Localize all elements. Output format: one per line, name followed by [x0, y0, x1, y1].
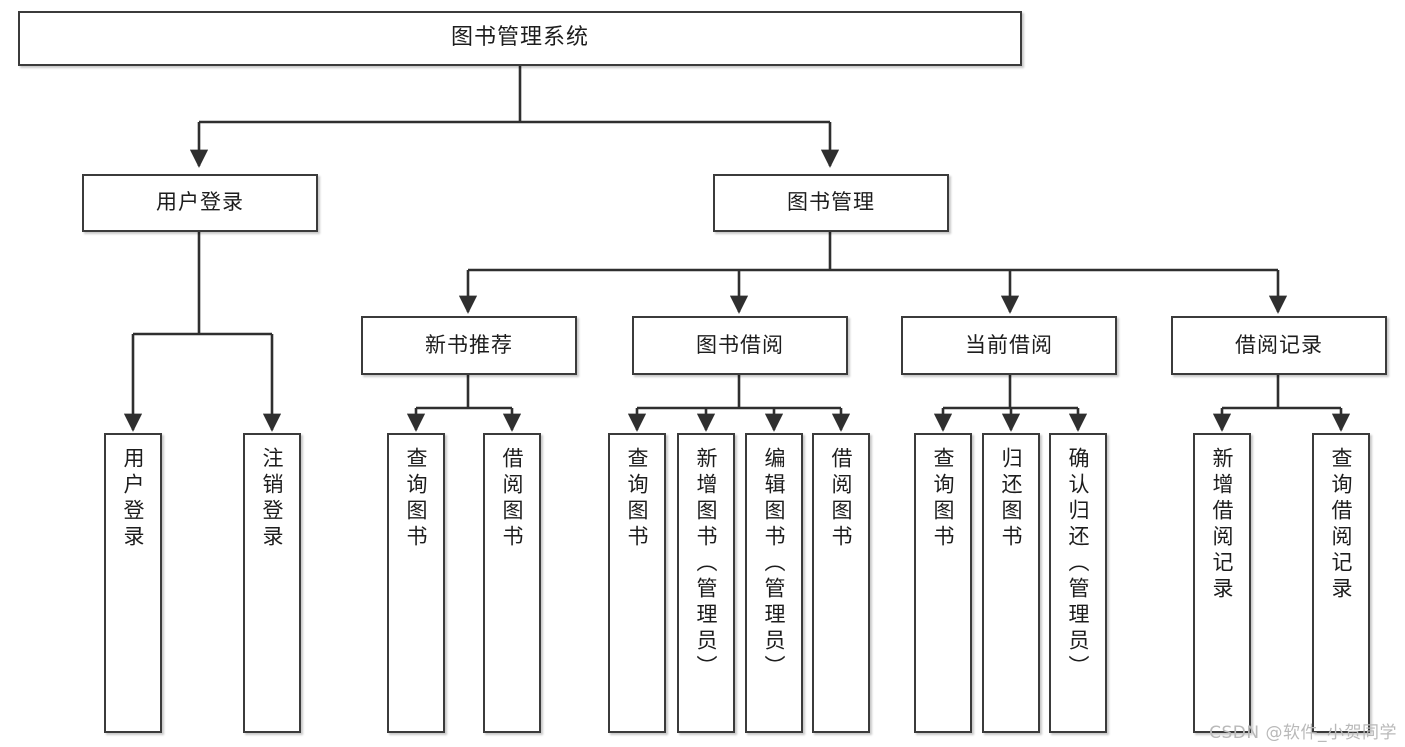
leaf-user-login-login[interactable]: 用户登录 [104, 433, 162, 733]
leaf-label: 借阅图书 [829, 447, 854, 551]
node-root-system[interactable]: 图书管理系统 [18, 11, 1022, 66]
leaf-new-book-query[interactable]: 查询图书 [387, 433, 445, 733]
leaf-current-borrow-confirm-return[interactable]: 确认归还（管理员） [1049, 433, 1107, 733]
node-borrow-record[interactable]: 借阅记录 [1171, 316, 1387, 375]
leaf-label: 用户登录 [121, 447, 146, 551]
leaf-book-borrow-edit[interactable]: 编辑图书（管理员） [745, 433, 803, 733]
leaf-label: 新增图书（管理员） [694, 447, 719, 681]
leaf-label: 新增借阅记录 [1210, 447, 1235, 603]
node-book-borrow[interactable]: 图书借阅 [632, 316, 848, 375]
leaf-book-borrow-query[interactable]: 查询图书 [608, 433, 666, 733]
leaf-label: 查询图书 [931, 447, 956, 551]
node-new-book-recommend[interactable]: 新书推荐 [361, 316, 577, 375]
leaf-label: 借阅图书 [500, 447, 525, 551]
node-user-login[interactable]: 用户登录 [82, 174, 318, 232]
leaf-label: 查询图书 [625, 447, 650, 551]
csdn-watermark: CSDN @软件_小贺同学 [1209, 723, 1397, 743]
leaf-label: 确认归还（管理员） [1066, 447, 1091, 681]
node-book-management[interactable]: 图书管理 [713, 174, 949, 232]
node-current-borrow[interactable]: 当前借阅 [901, 316, 1117, 375]
leaf-label: 归还图书 [999, 447, 1024, 551]
leaf-current-borrow-return[interactable]: 归还图书 [982, 433, 1040, 733]
leaf-label: 查询图书 [404, 447, 429, 551]
leaf-new-book-borrow[interactable]: 借阅图书 [483, 433, 541, 733]
leaf-label: 编辑图书（管理员） [762, 447, 787, 681]
leaf-current-borrow-query[interactable]: 查询图书 [914, 433, 972, 733]
leaf-label: 查询借阅记录 [1329, 447, 1354, 603]
leaf-book-borrow-borrow[interactable]: 借阅图书 [812, 433, 870, 733]
leaf-borrow-record-query[interactable]: 查询借阅记录 [1312, 433, 1370, 733]
leaf-label: 注销登录 [260, 447, 285, 551]
leaf-user-login-logout[interactable]: 注销登录 [243, 433, 301, 733]
leaf-book-borrow-add[interactable]: 新增图书（管理员） [677, 433, 735, 733]
leaf-borrow-record-add[interactable]: 新增借阅记录 [1193, 433, 1251, 733]
